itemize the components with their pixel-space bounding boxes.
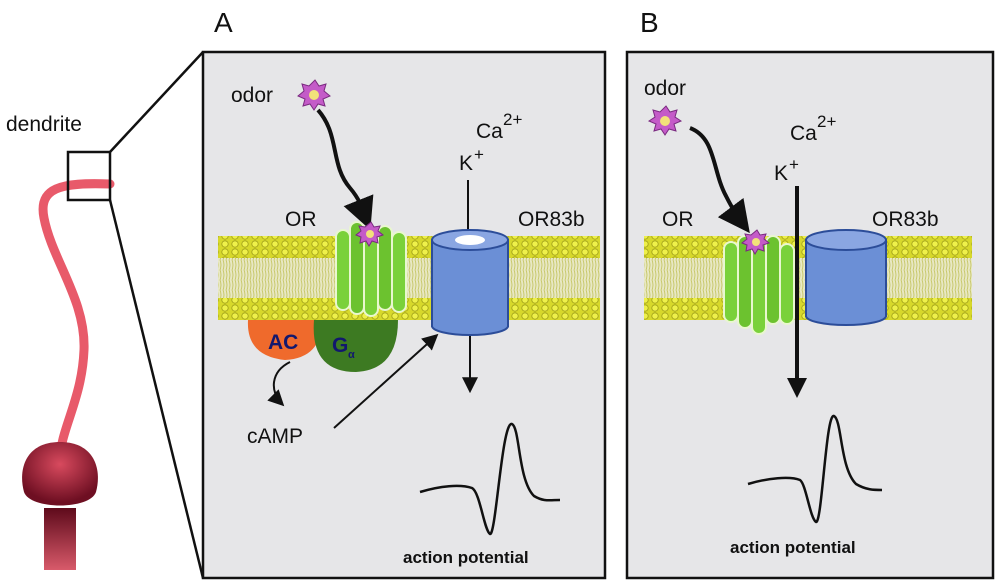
camp-label: cAMP — [247, 425, 303, 448]
panel-a: A odor OR Ca 2+ K + — [201, 7, 607, 580]
dendrite-zoom-box — [66, 150, 112, 202]
dendrite-label: dendrite — [6, 113, 82, 136]
odor-path-a — [316, 108, 374, 230]
action-potential-trace-a — [419, 422, 561, 536]
odor-label-b: odor — [644, 77, 686, 100]
g-protein — [313, 320, 398, 372]
action-potential-trace-b — [747, 414, 883, 524]
or-label-a: OR — [285, 208, 317, 231]
or83b-channel-a — [431, 229, 509, 336]
k-charge-a: + — [474, 145, 484, 164]
or83b-label-a: OR83b — [518, 208, 585, 231]
or-receptor-b — [723, 229, 795, 335]
k-label-b: K — [774, 162, 788, 185]
action-potential-label-a: action potential — [403, 548, 529, 567]
axon-stem — [44, 508, 76, 570]
ions-label-a: Ca 2+ K + — [459, 110, 522, 175]
odorant-molecule-b — [647, 105, 683, 136]
ions-label-b: Ca 2+ K + — [774, 112, 836, 185]
panel-b: B odor OR OR83b — [625, 7, 995, 580]
zoom-line-top — [109, 51, 204, 153]
odor-label-a: odor — [231, 84, 273, 107]
ac-to-camp-arrow — [267, 361, 291, 407]
or-receptor-a — [335, 221, 407, 317]
or83b-channel-b — [805, 229, 887, 326]
dendrite-process — [38, 179, 115, 465]
g-protein-label: G — [332, 334, 348, 357]
odor-path-b — [689, 126, 750, 234]
soma — [22, 442, 98, 506]
zoom-line-bottom — [108, 199, 205, 579]
ca-charge-b: 2+ — [817, 112, 836, 131]
k-label-a: K — [459, 152, 473, 175]
panel-a-letter: A — [214, 7, 233, 38]
camp-to-channel-arrow — [333, 333, 439, 429]
membrane-a-bottom — [218, 298, 600, 320]
action-potential-label-b: action potential — [730, 538, 856, 557]
ca-charge-a: 2+ — [503, 110, 522, 129]
membrane-a-top — [218, 236, 600, 258]
g-protein-subscript: α — [348, 349, 355, 361]
ca-label-b: Ca — [790, 122, 817, 145]
odorant-molecule-a — [297, 79, 331, 111]
or-label-b: OR — [662, 208, 694, 231]
ac-label: AC — [268, 331, 298, 354]
ca-label-a: Ca — [476, 120, 503, 143]
or83b-label-b: OR83b — [872, 208, 939, 231]
membrane-a-tails — [218, 258, 600, 298]
ac-enzyme — [247, 320, 322, 360]
panel-b-letter: B — [640, 7, 659, 38]
neuron-illustration: dendrite — [6, 51, 205, 579]
k-charge-b: + — [789, 155, 799, 174]
